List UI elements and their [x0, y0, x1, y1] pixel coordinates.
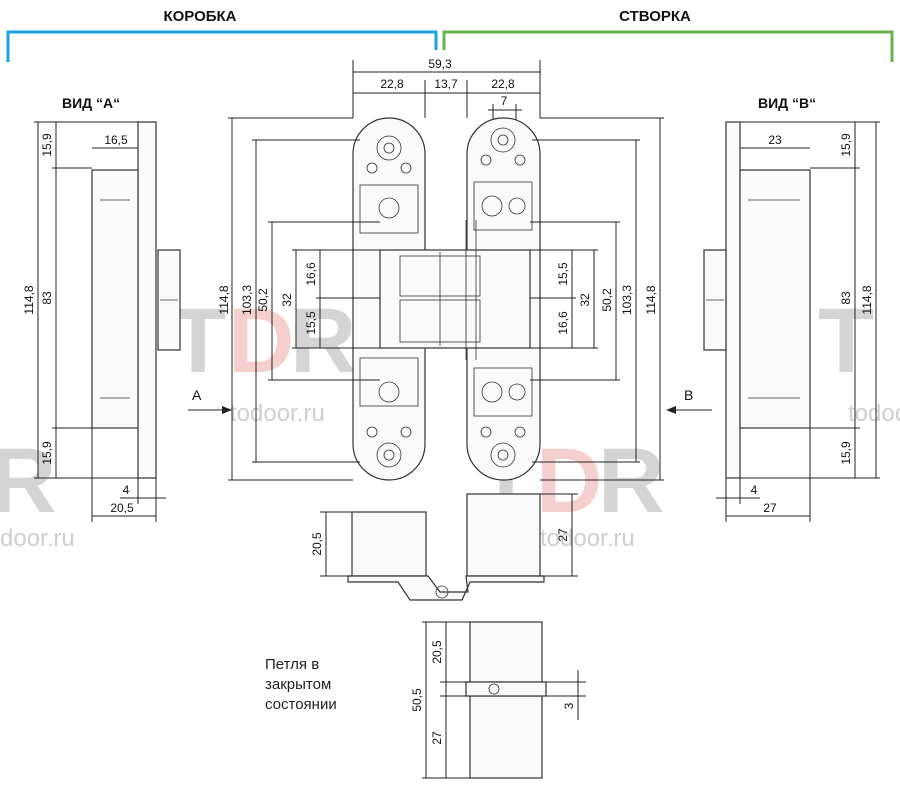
view-a-label: ВИД “А“ — [62, 95, 120, 111]
dim-l-502: 50,2 — [256, 288, 270, 312]
dim-total-width: 59,3 — [428, 57, 452, 71]
dim-b-1148: 114,8 — [860, 285, 874, 314]
dim-a-165: 16,5 — [104, 133, 128, 147]
dim-l-1148: 114,8 — [217, 285, 231, 314]
dim-a-83: 83 — [40, 291, 54, 305]
watermark-site-left: todoor.ru — [0, 525, 75, 552]
dim-cl-27: 27 — [430, 731, 444, 745]
watermark-logo-r-left: R — [0, 430, 56, 532]
dim-a-205: 20,5 — [110, 501, 134, 515]
dim-left-width: 22,8 — [380, 77, 404, 91]
watermark-logo-t-right: T — [818, 290, 874, 392]
header-brackets: КОРОБКА СТВОРКА — [6, 8, 894, 62]
watermark-logo-r: R — [290, 290, 356, 392]
dim-a-top: 15,9 — [40, 133, 54, 157]
dim-l-155: 15,5 — [304, 311, 318, 335]
watermark-logo-d-2: D — [536, 430, 602, 532]
view-b: ВИД “В“ 23 15,9 83 15,9 114,8 4 27 — [703, 95, 880, 522]
dim-a-1148: 114,8 — [22, 285, 36, 314]
dim-cl-505: 50,5 — [410, 688, 424, 712]
watermark-logo-d: D — [228, 290, 294, 392]
dim-b-4: 4 — [751, 483, 758, 497]
dim-top-205: 20,5 — [310, 532, 324, 556]
watermark-site-2: todoor.ru — [540, 525, 635, 552]
dim-gap: 13,7 — [434, 77, 458, 91]
watermark-site: todoor.ru — [230, 400, 325, 427]
dim-b-bottom: 15,9 — [839, 441, 853, 465]
header-frame-label: КОРОБКА — [163, 8, 236, 25]
view-a: ВИД “А“ 114,8 83 15,9 15,9 16,5 4 20,5 A — [22, 95, 232, 522]
dim-a-4: 4 — [123, 483, 130, 497]
dim-l-32: 32 — [280, 293, 294, 307]
dim-r-1033: 103,3 — [620, 285, 634, 315]
dim-b-27: 27 — [763, 501, 777, 515]
dim-right-width: 22,8 — [491, 77, 515, 91]
dim-b-83: 83 — [839, 291, 853, 305]
header-leaf-label: СТВОРКА — [619, 8, 691, 25]
top-view-open: 20,5 27 — [310, 493, 578, 601]
dim-cl-3: 3 — [562, 702, 576, 709]
watermark-site-right: todoor.ru — [848, 400, 900, 427]
dim-r-155: 15,5 — [556, 262, 570, 286]
hinge-mechanism — [379, 220, 531, 360]
dim-top-27: 27 — [556, 528, 570, 542]
dim-l-166: 16,6 — [304, 262, 318, 286]
closed-view: 50,5 20,5 27 3 — [410, 621, 586, 779]
dim-cl-205: 20,5 — [430, 640, 444, 664]
dim-seven: 7 — [501, 94, 508, 108]
dim-r-32: 32 — [578, 293, 592, 307]
closed-state-note: Петля в закрытом состоянии — [265, 656, 337, 713]
dim-r-502: 50,2 — [600, 288, 614, 312]
arrow-a-label: A — [192, 387, 202, 403]
dim-r-166: 16,6 — [556, 311, 570, 335]
watermark-logo-r-2: R — [598, 430, 664, 532]
dim-r-1148: 114,8 — [644, 285, 658, 314]
right-dimension-stack: 114,8 103,3 50,2 32 15,5 16,6 B — [530, 117, 712, 481]
top-dimensions: 59,3 22,8 13,7 22,8 7 — [352, 57, 541, 120]
left-dimension-stack: 114,8 103,3 50,2 32 16,6 15,5 — [217, 117, 380, 481]
dim-l-1033: 103,3 — [240, 285, 254, 315]
dim-b-top: 15,9 — [839, 133, 853, 157]
dim-a-bottom: 15,9 — [40, 441, 54, 465]
view-b-label: ВИД “В“ — [758, 95, 816, 111]
dim-b-23: 23 — [768, 133, 782, 147]
arrow-b-label: B — [684, 387, 693, 403]
